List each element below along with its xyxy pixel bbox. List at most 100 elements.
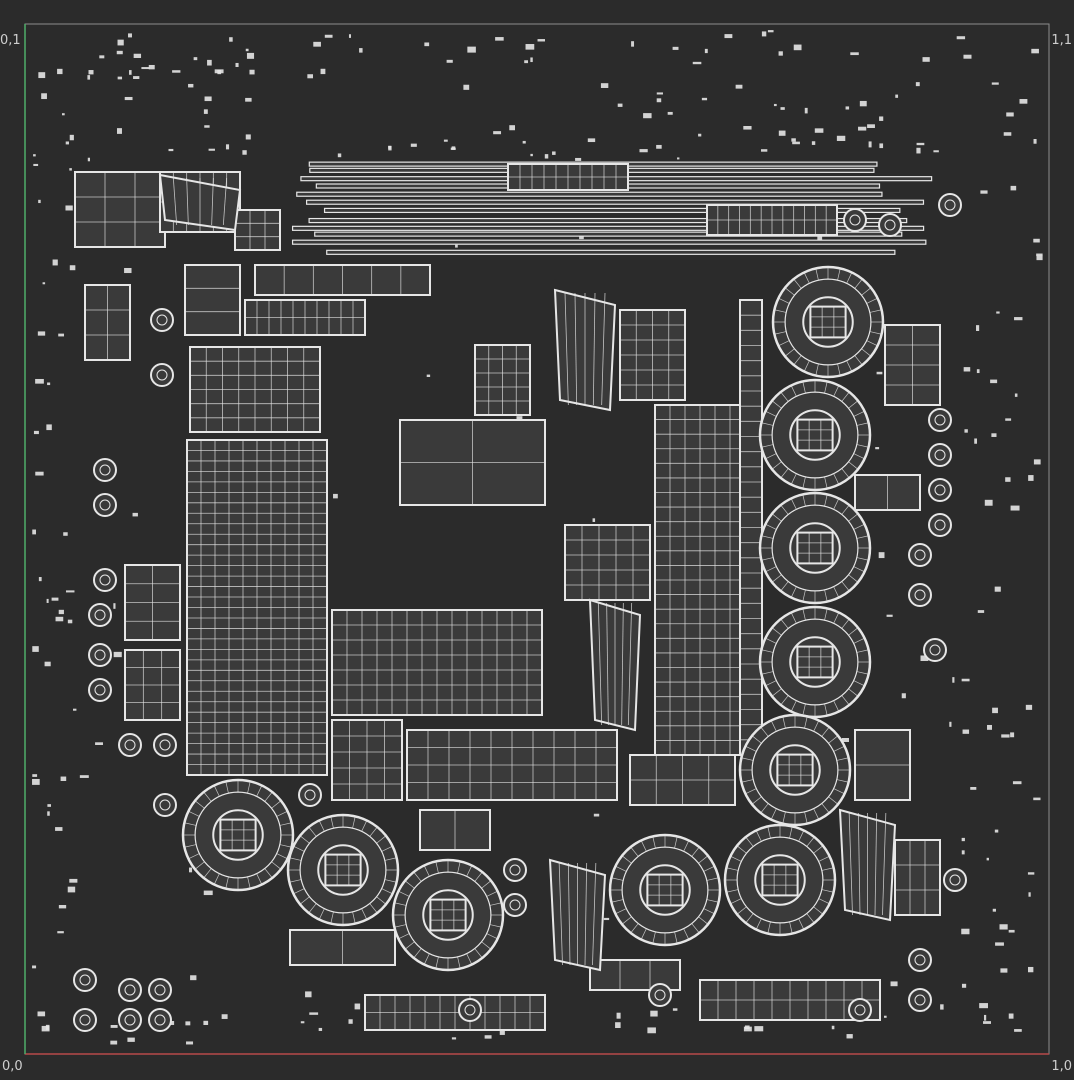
uv-circle-island — [298, 783, 322, 807]
uv-circle-island — [878, 213, 902, 237]
uv-chunk — [46, 598, 49, 603]
uv-chunk — [446, 59, 453, 63]
uv-edge — [184, 844, 197, 848]
uv-circle-island — [150, 363, 174, 387]
uv-chunk — [587, 138, 596, 143]
uv-chunk — [221, 1014, 228, 1019]
uv-edge — [821, 867, 834, 871]
uv-edge — [774, 309, 787, 313]
uv-edge — [172, 177, 178, 226]
uv-edge — [828, 796, 839, 805]
uv-chunk — [348, 34, 352, 38]
uv-chunk — [113, 603, 116, 609]
uv-island — [184, 264, 241, 336]
uv-chunk — [744, 1025, 750, 1029]
uv-edge — [818, 855, 830, 862]
uv-chunk — [141, 67, 150, 70]
uv-chunk — [58, 609, 64, 615]
uv-edge — [813, 906, 824, 915]
uv-chunk — [424, 42, 430, 47]
uv-edge — [765, 680, 777, 687]
uv-edge — [652, 836, 656, 849]
uv-chunk — [33, 154, 36, 157]
uv-chunk — [778, 130, 786, 136]
uv-circle-island — [153, 733, 177, 757]
uv-edge — [640, 928, 647, 940]
uv-island — [761, 863, 799, 897]
uv-chunk — [791, 138, 796, 142]
uv-edge — [79, 974, 91, 986]
uv-edge — [841, 391, 850, 402]
uv-chunk — [203, 1020, 209, 1025]
uv-chunk — [245, 48, 249, 52]
uv-edge — [804, 716, 808, 729]
uv-edge — [815, 268, 819, 281]
uv-chunk — [99, 55, 105, 59]
uv-edge — [780, 581, 789, 592]
uv-chunk — [1008, 929, 1015, 933]
uv-chunk — [976, 369, 980, 374]
uv-chunk — [63, 532, 68, 536]
uv-circle-island — [93, 458, 117, 482]
uv-edge — [837, 268, 841, 281]
uv-chunk — [1008, 1013, 1014, 1019]
uv-chunk — [1028, 892, 1031, 897]
uv-islands[interactable] — [32, 30, 1043, 1045]
uv-chunk — [962, 729, 970, 734]
uv-chunk — [650, 1010, 658, 1017]
uv-edge — [761, 557, 774, 561]
uv-chunk — [890, 981, 898, 987]
uv-edge — [299, 896, 310, 905]
uv-edge — [854, 1004, 866, 1016]
uv-chunk — [57, 931, 64, 934]
uv-strip — [314, 231, 903, 237]
uv-edge — [99, 574, 111, 586]
uv-chunk — [204, 125, 210, 128]
uv-edge — [866, 340, 878, 347]
uv-chunk — [38, 199, 41, 204]
uv-edge — [369, 826, 378, 837]
uv-chunk — [698, 133, 702, 137]
uv-chunk — [170, 1020, 175, 1025]
uv-edge — [841, 581, 850, 592]
uv-chunk — [530, 153, 533, 157]
uv-chunk — [961, 850, 965, 855]
uv-edge — [188, 853, 200, 860]
uv-chunk — [1014, 393, 1018, 397]
uv-chunk — [1012, 781, 1022, 785]
uv-chunk — [61, 113, 65, 116]
uv-edge — [914, 549, 926, 561]
uv-chunk — [69, 878, 78, 883]
uv-chunk — [493, 131, 502, 135]
uv-chunk — [110, 1025, 118, 1028]
uv-edge — [706, 899, 719, 903]
uv-edge — [833, 612, 840, 624]
uv-chunk — [41, 93, 47, 100]
uv-edge — [489, 924, 502, 928]
uv-edge — [793, 278, 802, 289]
uv-strip — [291, 239, 927, 245]
uv-chunk — [994, 829, 999, 833]
uv-chunk — [189, 867, 193, 873]
uv-chunk — [841, 737, 850, 742]
uv-edge — [771, 688, 782, 697]
uv-edge — [841, 468, 850, 479]
uv-chunk — [616, 1012, 621, 1019]
uv-chunk — [990, 379, 998, 384]
uv-chunk — [970, 787, 977, 790]
uv-chunk — [44, 661, 51, 667]
uv-chunk — [639, 149, 648, 153]
uv-edge — [778, 297, 790, 304]
uv-strip — [323, 207, 901, 214]
uv-edge — [821, 726, 830, 737]
uv-edge — [833, 586, 840, 598]
uv-edge — [404, 880, 415, 889]
uv-edge — [853, 637, 865, 644]
uv-edge — [652, 931, 656, 944]
uv-edge — [802, 608, 806, 621]
uv-edge — [225, 781, 229, 794]
uv-chunk — [867, 124, 875, 129]
uv-chunk — [987, 724, 992, 730]
